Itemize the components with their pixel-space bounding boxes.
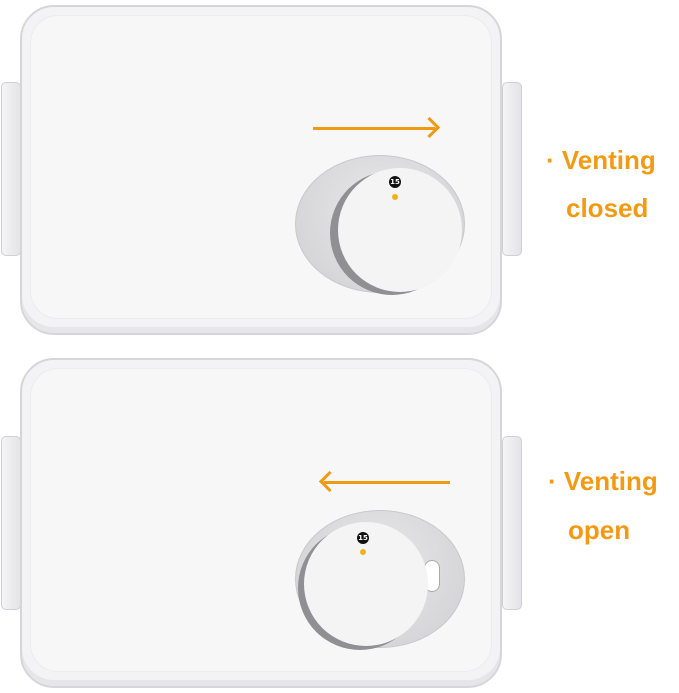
arrow-left-icon: [324, 481, 450, 484]
label-closed: closed: [566, 193, 649, 223]
dial-marking: 15: [389, 176, 401, 188]
indicator-dot: [392, 194, 398, 200]
right-latch-clip: [502, 82, 522, 256]
arrow-right-icon: [313, 127, 435, 130]
left-latch-clip: [1, 436, 21, 610]
label-venting: · Venting: [546, 145, 656, 175]
indicator-dot: [360, 549, 366, 555]
right-latch-clip: [502, 436, 522, 610]
vent-dial[interactable]: [338, 168, 462, 292]
left-latch-clip: [1, 82, 21, 256]
label-venting: · Venting: [548, 466, 658, 496]
label-open: open: [568, 515, 631, 545]
dial-marking: 15: [357, 532, 369, 544]
